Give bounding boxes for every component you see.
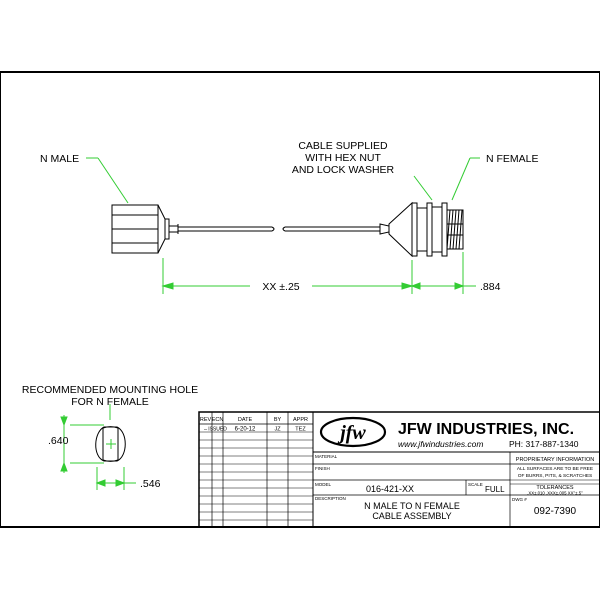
length-dimension: XX ±.25 bbox=[262, 281, 299, 293]
material-label: MATERIAL bbox=[315, 454, 338, 459]
revision-block: REV ECN DATE BY APPR – ISSUED 6-20-12 JZ… bbox=[200, 417, 308, 433]
surfaces-note-2: OF BURRS, PITS, & SCRATCHES bbox=[518, 473, 593, 479]
n-female-connector bbox=[388, 201, 464, 258]
by-cell: JZ bbox=[274, 427, 281, 433]
tolerances-values: .XX±.010 .XXX±.005 XX°±.5° bbox=[527, 491, 583, 496]
tolerances-label: TOLERANCES bbox=[536, 485, 574, 491]
cable bbox=[178, 223, 390, 235]
title-block bbox=[198, 411, 600, 528]
description-line-2: CABLE ASSEMBLY bbox=[372, 511, 451, 521]
rev-cell: – bbox=[204, 427, 208, 433]
description-line-1: N MALE TO N FEMALE bbox=[364, 501, 460, 511]
date-header: DATE bbox=[238, 417, 253, 423]
mounting-hole-title-2: FOR N FEMALE bbox=[71, 396, 149, 408]
hole-center-mark bbox=[106, 439, 116, 449]
by-header: BY bbox=[274, 417, 282, 423]
female-length-dimension: .884 bbox=[480, 281, 501, 293]
company-logo: jfw bbox=[319, 416, 387, 448]
cable-note-line-1: CABLE SUPPLIED bbox=[298, 140, 388, 152]
appr-cell: TEZ bbox=[295, 427, 306, 433]
cable-note-line-3: AND LOCK WASHER bbox=[292, 164, 395, 176]
company-name: JFW INDUSTRIES, INC. bbox=[398, 421, 574, 438]
company-website: www.jfwindustries.com bbox=[398, 439, 484, 449]
proprietary-label: PROPRIETARY INFORMATION bbox=[516, 457, 594, 463]
leader-lines bbox=[60, 157, 480, 490]
mounting-hole-title-1: RECOMMENDED MOUNTING HOLE bbox=[22, 384, 198, 396]
ecn-cell: ISSUED bbox=[208, 427, 227, 433]
date-cell: 6-20-12 bbox=[235, 427, 256, 433]
mounting-hole bbox=[95, 426, 126, 462]
scale-value: FULL bbox=[485, 485, 505, 494]
finish-label: FINISH bbox=[315, 466, 330, 471]
drawing-labels: N MALE N FEMALE CABLE SUPPLIED WITH HEX … bbox=[22, 140, 539, 490]
surfaces-note-1: ALL SURFACES ARE TO BE FREE bbox=[517, 466, 593, 472]
n-male-label: N MALE bbox=[40, 153, 79, 165]
mounting-hole-width: .546 bbox=[140, 478, 161, 490]
logo-text: jfw bbox=[337, 422, 366, 444]
dwg-label: DWG # bbox=[512, 497, 527, 502]
model-value: 016-421-XX bbox=[366, 484, 414, 494]
model-label: MODEL bbox=[315, 482, 332, 487]
n-female-label: N FEMALE bbox=[486, 153, 539, 165]
n-male-connector bbox=[111, 204, 179, 254]
appr-header: APPR bbox=[293, 417, 308, 423]
scale-label: SCALE bbox=[468, 482, 483, 487]
rev-header: REV bbox=[200, 417, 212, 423]
cable-note-line-2: WITH HEX NUT bbox=[305, 152, 381, 164]
dwg-number: 092-7390 bbox=[534, 506, 577, 517]
ecn-header: ECN bbox=[212, 417, 224, 423]
company-phone: PH: 317-887-1340 bbox=[509, 439, 579, 449]
description-label: DESCRIPTION bbox=[315, 496, 346, 501]
mounting-hole-height: .640 bbox=[48, 435, 69, 447]
